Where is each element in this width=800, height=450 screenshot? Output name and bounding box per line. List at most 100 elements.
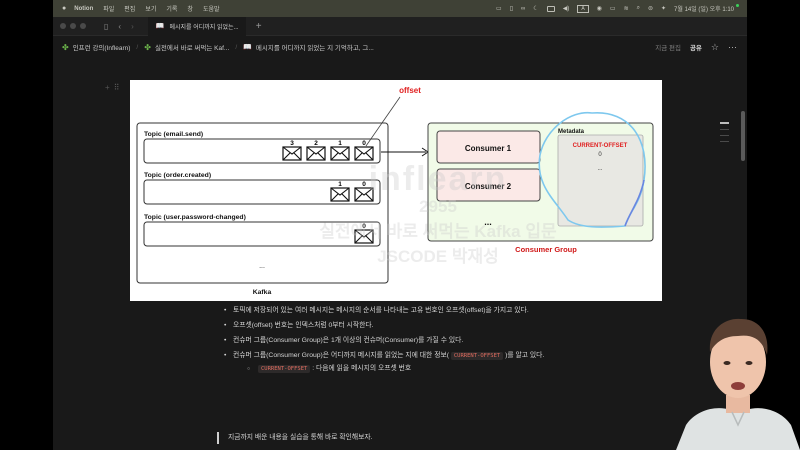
share-button[interactable]: 공유 <box>689 45 702 52</box>
breadcrumb-separator: / <box>235 43 238 51</box>
more-options-icon[interactable]: ··· <box>728 42 737 52</box>
metadata-label: Metadata <box>558 129 585 135</box>
right-eye <box>745 361 753 365</box>
menu-file[interactable]: 파일 <box>103 7 115 13</box>
sidebar-toggle-icon[interactable]: ▯ <box>104 21 109 31</box>
breadcrumb-label: 메시지를 어디까지 읽었는 지 기억하고, 그... <box>255 45 374 52</box>
back-icon[interactable]: ‹ <box>118 21 122 31</box>
favorite-star-icon[interactable]: ☆ <box>710 41 719 52</box>
message-envelope-icon <box>354 187 374 202</box>
bullet-item: 컨슈머 그룹(Consumer Group)은 어디까지 메시지를 읽었는 지에… <box>221 351 591 374</box>
topic-label-user-password-changed: Topic (user.password-changed) <box>144 214 246 221</box>
notion-icon[interactable] <box>546 5 555 12</box>
offset-number: 0 <box>362 140 366 147</box>
message-envelope-icon <box>330 146 350 161</box>
battery-icon[interactable]: ▭ <box>609 6 616 12</box>
breadcrumb-item-inflearn[interactable]: ✤ 인프런 강의(Inflearn) <box>62 42 131 53</box>
neck <box>726 395 750 413</box>
page-content: 토픽에 저장되어 있는 여러 메시지는 메시지의 순서를 나타내는 고유 번호인… <box>221 306 591 379</box>
offset-number: 0 <box>362 223 366 230</box>
topic-box-order-created <box>143 179 381 205</box>
metadata-more: ... <box>597 166 602 172</box>
glasses-icon[interactable]: ∞ <box>521 5 526 12</box>
mouth <box>731 382 745 390</box>
instructor-webcam <box>676 300 800 450</box>
annotation-circle <box>538 112 646 228</box>
wifi-icon[interactable]: ≋ <box>623 6 629 12</box>
moon-icon[interactable]: ☾ <box>533 6 539 12</box>
offset-pointer-line <box>365 96 401 147</box>
clock[interactable]: 7월 14일 (일) 오후 1:10 <box>674 7 734 13</box>
spotlight-search-icon[interactable]: ⌕ <box>636 5 640 11</box>
bullet-item: 오프셋(offset) 번호는 인덱스처럼 0부터 시작한다. <box>221 321 591 331</box>
topic-box-user-password-changed <box>143 221 381 247</box>
bullet-text: 오프셋(offset) 번호는 인덱스처럼 0부터 시작한다. <box>233 322 374 329</box>
current-offset-label: CURRENT-OFFSET <box>573 143 628 149</box>
message-envelope-icon <box>282 146 302 161</box>
collar <box>731 411 745 427</box>
volume-icon[interactable]: ◀) <box>562 6 570 12</box>
toc-item[interactable] <box>720 129 729 130</box>
consumer-1-box <box>436 130 541 164</box>
quote-block: 지금까지 배운 내용을 실습을 통해 바로 확인해보자. <box>217 432 373 444</box>
sub-bullet-item: CURRENT-OFFSET : 다음에 읽을 메시지의 오프셋 번호 <box>233 364 591 374</box>
toc-item[interactable] <box>720 135 729 136</box>
menu-edit[interactable]: 편집 <box>124 7 136 13</box>
clover-icon: ✤ <box>62 42 69 52</box>
tab-title: 메시지를 어디까지 읽었는... <box>169 24 239 31</box>
bullet-text: 컨슈머 그룹(Consumer Group)은 1개 이상의 컨슈머(Consu… <box>233 337 464 344</box>
menu-help[interactable]: 도움말 <box>202 7 220 13</box>
inline-code: CURRENT-OFFSET <box>258 365 311 373</box>
menu-window[interactable]: 창 <box>187 7 193 13</box>
kafka-diagram-image[interactable]: Topic (email.send) 3 2 1 0 Topic (order.… <box>130 80 662 301</box>
offset-label: offset <box>399 86 421 95</box>
breadcrumb-item-kafka-course[interactable]: ✤ 실전에서 바로 써먹는 Kaf... <box>144 42 229 53</box>
maximize-window-button[interactable] <box>80 23 86 29</box>
control-icon[interactable]: ◉ <box>596 6 602 12</box>
bullet-item: 토픽에 저장되어 있는 여러 메시지는 메시지의 순서를 나타내는 고유 번호인… <box>221 306 591 316</box>
close-window-button[interactable] <box>60 23 66 29</box>
face <box>710 326 766 398</box>
siri-icon[interactable]: ✦ <box>661 6 667 12</box>
block-handle: + ⠿ <box>105 83 120 92</box>
menu-view[interactable]: 보기 <box>145 7 157 13</box>
left-eye <box>723 361 731 365</box>
menu-app-notion[interactable]: Notion <box>74 5 94 12</box>
shirt <box>676 408 800 450</box>
breadcrumb-separator: / <box>136 43 139 51</box>
bullet-text: 컨슈머 그룹(Consumer Group)은 어디까지 메시지를 읽었는 지에… <box>233 352 451 359</box>
instructor-video <box>676 318 800 450</box>
scrollbar[interactable] <box>741 111 745 161</box>
control-center-icon[interactable]: ⊜ <box>647 6 654 12</box>
message-envelope-icon <box>306 146 326 161</box>
breadcrumb-label: 인프런 강의(Inflearn) <box>72 45 131 52</box>
book-icon: 📖 <box>155 23 165 30</box>
consumers-more: ... <box>484 217 492 227</box>
notion-window: ● Notion 파일 편집 보기 기록 창 도움말 ▭ ▯ ∞ ☾ ◀) A … <box>53 0 747 450</box>
input-source-icon[interactable]: A <box>577 4 589 13</box>
drag-handle-icon[interactable]: ⠿ <box>113 83 120 92</box>
book-icon: 📖 <box>243 44 252 51</box>
toc-item[interactable] <box>720 122 729 124</box>
bullet-text: )를 알고 있다. <box>503 352 545 359</box>
consumer-group-label: Consumer Group <box>515 245 577 254</box>
table-of-contents-minimap[interactable] <box>720 122 729 142</box>
tab-active[interactable]: 📖 메시지를 어디까지 읽었는... <box>147 16 246 36</box>
menu-history[interactable]: 기록 <box>166 7 178 13</box>
consumer-1-label: Consumer 1 <box>465 144 512 153</box>
bullet-text: 토픽에 저장되어 있는 여러 메시지는 메시지의 순서를 나타내는 고유 번호인… <box>233 307 529 314</box>
new-tab-button[interactable]: + <box>255 20 262 32</box>
toc-item[interactable] <box>720 141 729 142</box>
screen-record-icon[interactable]: ▭ <box>496 6 502 12</box>
add-block-icon[interactable]: + <box>105 83 110 92</box>
camera-indicator-icon <box>736 4 739 7</box>
offset-number: 2 <box>314 140 318 147</box>
phone-icon[interactable]: ▯ <box>509 6 514 12</box>
topic-label-email-send: Topic (email.send) <box>144 131 203 138</box>
breadcrumb-item-current-page[interactable]: 📖 메시지를 어디까지 읽었는 지 기억하고, 그... <box>243 42 374 52</box>
forward-icon[interactable]: › <box>131 21 134 31</box>
breadcrumb: ✤ 인프런 강의(Inflearn) / ✤ 실전에서 바로 써먹는 Kaf..… <box>53 36 747 58</box>
minimize-window-button[interactable] <box>70 23 76 29</box>
consumer-2-box <box>436 168 541 202</box>
apple-icon[interactable]: ● <box>62 5 67 12</box>
